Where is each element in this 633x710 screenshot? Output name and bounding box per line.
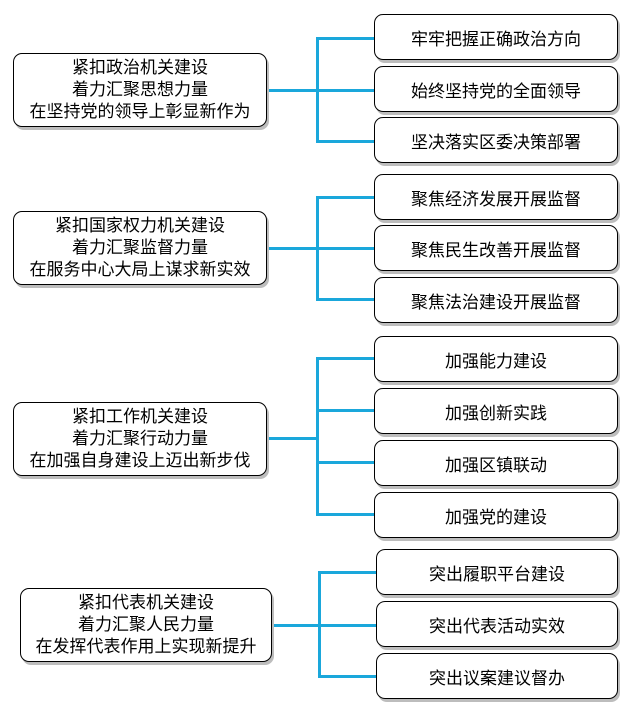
main-node-line: 在加强自身建设上迈出新步伐 [29, 451, 251, 471]
sub-node: 加强创新实践 [374, 388, 618, 434]
main-node-line: 着力汇聚监督力量 [72, 238, 208, 258]
connector-line [267, 247, 318, 250]
main-node-line: 紧扣工作机关建设 [72, 407, 208, 427]
connector-line [316, 357, 319, 516]
connector-line [316, 89, 374, 92]
sub-node: 始终坚持党的全面领导 [374, 66, 618, 112]
main-node-line: 在发挥代表作用上实现新提升 [35, 637, 257, 657]
sub-node: 坚决落实区委决策部署 [374, 117, 618, 163]
main-node-line: 在服务中心大局上谋求新实效 [29, 260, 251, 280]
sub-node: 突出代表活动实效 [376, 601, 618, 647]
connector-line [316, 196, 374, 199]
sub-node: 牢牢把握正确政治方向 [374, 14, 618, 60]
sub-node: 聚焦经济发展开展监督 [374, 174, 618, 220]
connector-line [267, 89, 318, 92]
sub-node: 突出议案建议督办 [376, 653, 618, 699]
sub-node: 聚焦法治建设开展监督 [374, 277, 618, 323]
connector-line [316, 37, 374, 40]
connector-line [316, 298, 374, 301]
main-node-3: 紧扣工作机关建设 着力汇聚行动力量 在加强自身建设上迈出新步伐 [13, 402, 267, 476]
connector-line [272, 624, 320, 627]
sub-node: 加强区镇联动 [374, 440, 618, 486]
connector-line [318, 624, 376, 627]
main-node-line: 紧扣政治机关建设 [72, 58, 208, 78]
connector-line [316, 357, 374, 360]
connector-line [316, 409, 374, 412]
main-node-line: 紧扣代表机关建设 [78, 593, 214, 613]
connector-line [316, 247, 374, 250]
main-node-line: 紧扣国家权力机关建设 [55, 216, 225, 236]
connector-line [316, 461, 374, 464]
main-node-line: 着力汇聚行动力量 [72, 429, 208, 449]
sub-node: 突出履职平台建设 [376, 549, 618, 595]
main-node-2: 紧扣国家权力机关建设 着力汇聚监督力量 在服务中心大局上谋求新实效 [13, 211, 267, 285]
connector-line [267, 437, 318, 440]
connector-line [318, 571, 376, 574]
main-node-1: 紧扣政治机关建设 着力汇聚思想力量 在坚持党的领导上彰显新作为 [13, 53, 267, 127]
main-node-line: 在坚持党的领导上彰显新作为 [29, 102, 251, 122]
sub-node: 加强能力建设 [374, 336, 618, 382]
sub-node: 聚焦民生改善开展监督 [374, 225, 618, 271]
connector-line [316, 140, 374, 143]
main-node-4: 紧扣代表机关建设 着力汇聚人民力量 在发挥代表作用上实现新提升 [20, 588, 272, 662]
main-node-line: 着力汇聚人民力量 [78, 615, 214, 635]
connector-line [318, 675, 376, 678]
sub-node: 加强党的建设 [374, 492, 618, 538]
main-node-line: 着力汇聚思想力量 [72, 80, 208, 100]
connector-line [316, 513, 374, 516]
